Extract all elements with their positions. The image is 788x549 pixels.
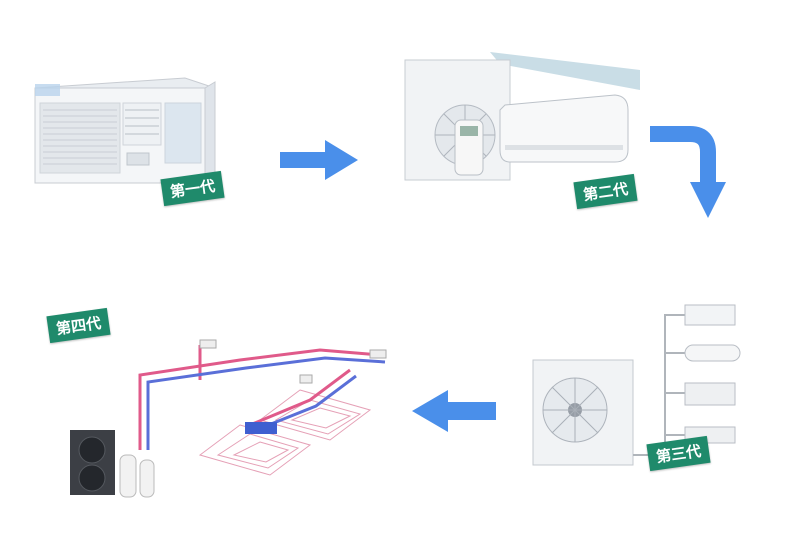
arrow-left-icon <box>412 390 496 432</box>
vrf-system-icon <box>532 304 741 466</box>
window-ac-icon <box>34 77 216 185</box>
arrow-down-bend-icon <box>650 126 726 218</box>
gen1-window-ac-unit <box>34 77 216 188</box>
floor-heating-system-icon <box>70 339 387 498</box>
gen2-split-ac-unit <box>400 50 640 190</box>
arrow-right-icon <box>280 140 358 180</box>
split-ac-icon <box>404 52 640 181</box>
gen4-heatpump-floor-heating <box>70 330 410 500</box>
gen3-vrf-system <box>525 295 755 475</box>
